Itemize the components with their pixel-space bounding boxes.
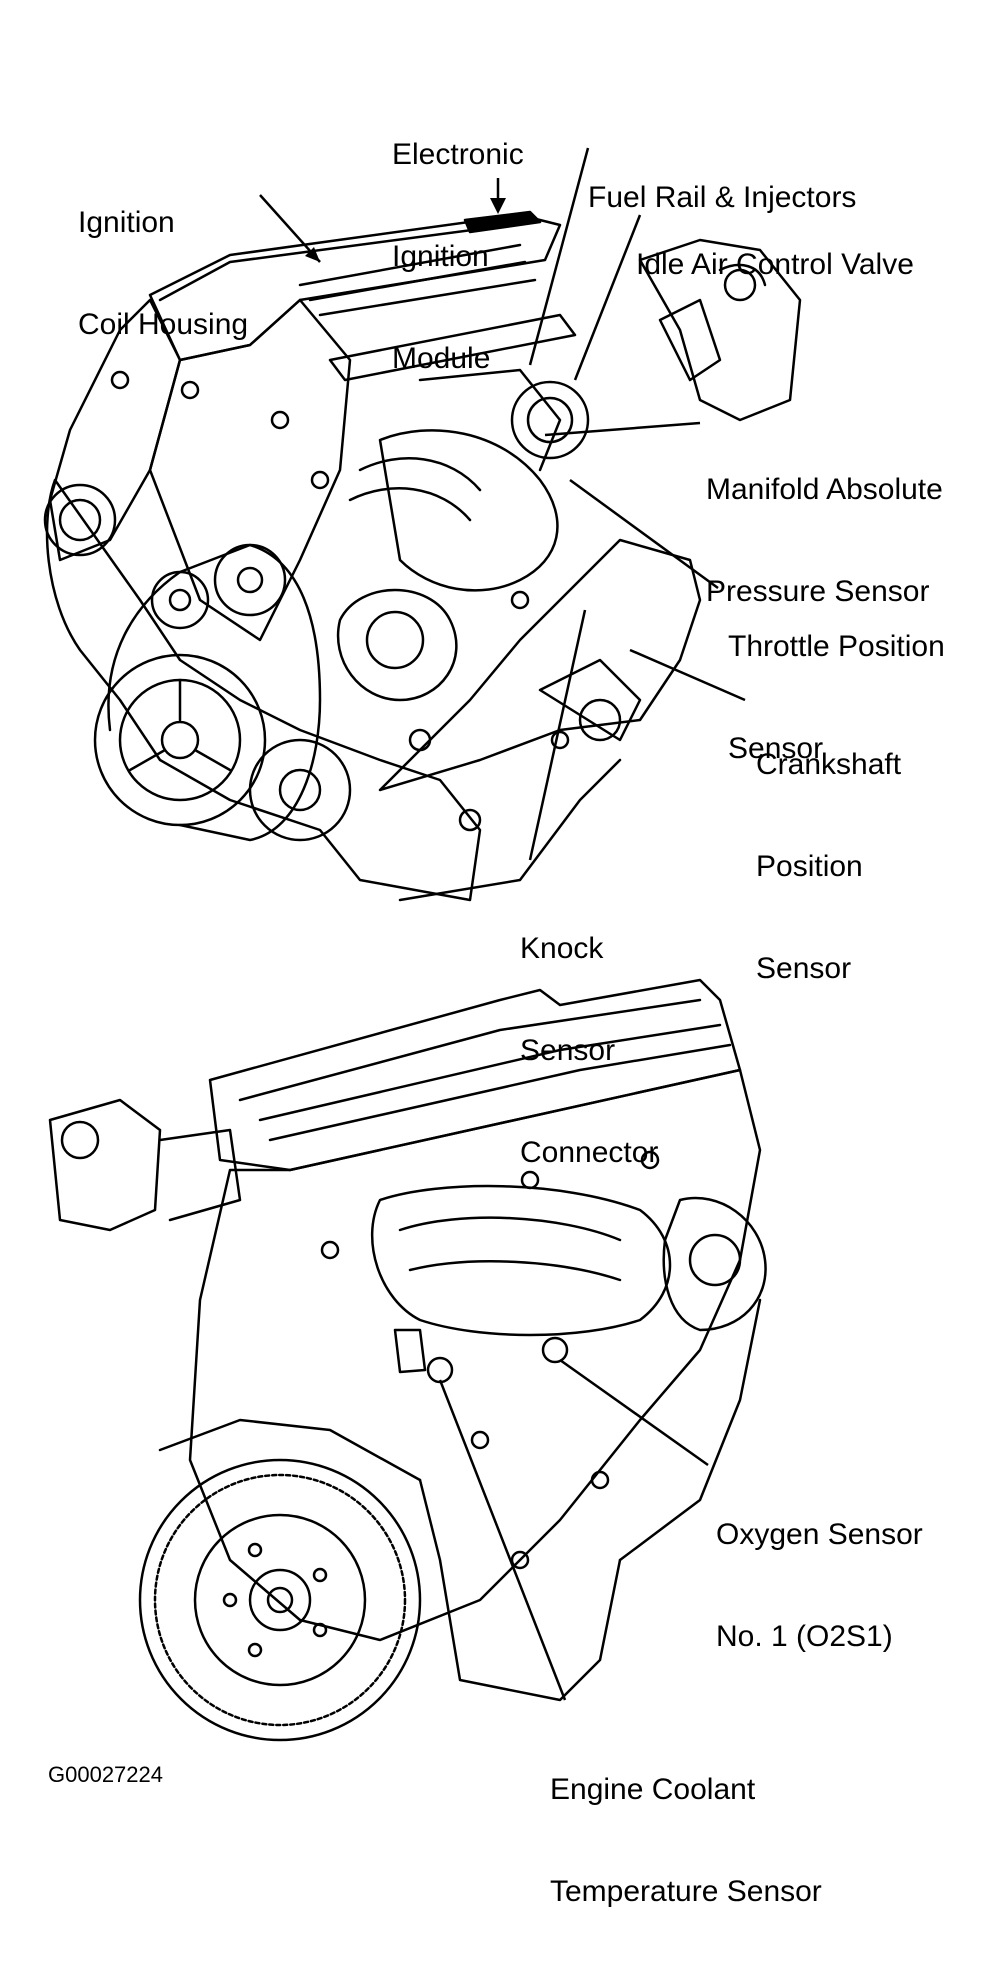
label-engine-coolant-temperature-sensor: Engine Coolant Temperature Sensor: [550, 1705, 822, 1977]
label-crankshaft-position-sensor: Crankshaft Position Sensor: [756, 680, 901, 1054]
label-line: Ignition: [392, 240, 489, 273]
label-line: Pressure Sensor: [706, 575, 930, 608]
arrowhead-ignition-coil-housing: [305, 247, 320, 262]
label-line: Electronic: [392, 138, 524, 171]
label-line: Manifold Absolute: [706, 473, 943, 506]
label-line: Throttle Position: [728, 630, 945, 663]
label-line: Sensor: [520, 1034, 616, 1067]
leader-idle-air-control-valve: [573, 214, 642, 381]
label-line: Oxygen Sensor: [716, 1518, 923, 1551]
arrowhead-electronic-ignition-module: [490, 198, 506, 214]
leader-throttle-position-sensor: [569, 478, 719, 590]
leader-map-sensor: [544, 421, 701, 437]
label-line: Temperature Sensor: [550, 1875, 822, 1908]
label-fuel-rail-injectors: Fuel Rail & Injectors: [588, 113, 856, 283]
label-line: Sensor: [728, 732, 824, 765]
label-ignition-coil-housing: Ignition Coil Housing: [78, 138, 248, 410]
figure-code: G00027224: [48, 1762, 163, 1787]
label-line: No. 1 (O2S1): [716, 1620, 893, 1653]
leader-ect-sensor: [438, 1379, 567, 1701]
label-line: Position: [756, 850, 863, 883]
label-manifold-absolute-pressure-sensor: Manifold Absolute Pressure Sensor: [706, 405, 943, 677]
label-knock-sensor-connector: Knock Sensor Connector: [520, 864, 658, 1238]
leader-ignition-coil-housing: [259, 194, 321, 263]
bottom-engine-drawing: [48, 978, 767, 1742]
leader-fuel-rail: [528, 147, 590, 366]
leader-knock-sensor-connector: [528, 609, 587, 861]
label-line: Idle Air Control Valve: [636, 248, 914, 281]
label-line: Knock: [520, 932, 604, 965]
label-line: Fuel Rail & Injectors: [588, 181, 857, 214]
label-line: Crankshaft: [756, 748, 902, 781]
label-line: Coil Housing: [78, 308, 249, 341]
label-line: Connector: [520, 1136, 659, 1169]
label-throttle-position-sensor: Throttle Position Sensor: [728, 562, 945, 834]
label-line: Engine Coolant: [550, 1773, 756, 1806]
leader-lines: [259, 147, 746, 1701]
label-electronic-ignition-module: Electronic Ignition Module: [392, 70, 524, 444]
engine-component-diagram: Ignition Coil Housing Electronic Ignitio…: [43, 70, 945, 1908]
label-idle-air-control-valve: Idle Air Control Valve: [636, 180, 914, 350]
label-oxygen-sensor: Oxygen Sensor No. 1 (O2S1): [716, 1450, 923, 1722]
label-line: Ignition: [78, 206, 175, 239]
label-line: Module: [392, 342, 491, 375]
leader-crankshaft-position-sensor: [629, 648, 746, 702]
leader-oxygen-sensor: [559, 1358, 709, 1467]
top-engine-drawing: [43, 210, 802, 902]
leader-arrowheads: [305, 198, 506, 262]
engine-illustrations: [43, 147, 802, 1742]
label-line: Sensor: [756, 952, 852, 985]
